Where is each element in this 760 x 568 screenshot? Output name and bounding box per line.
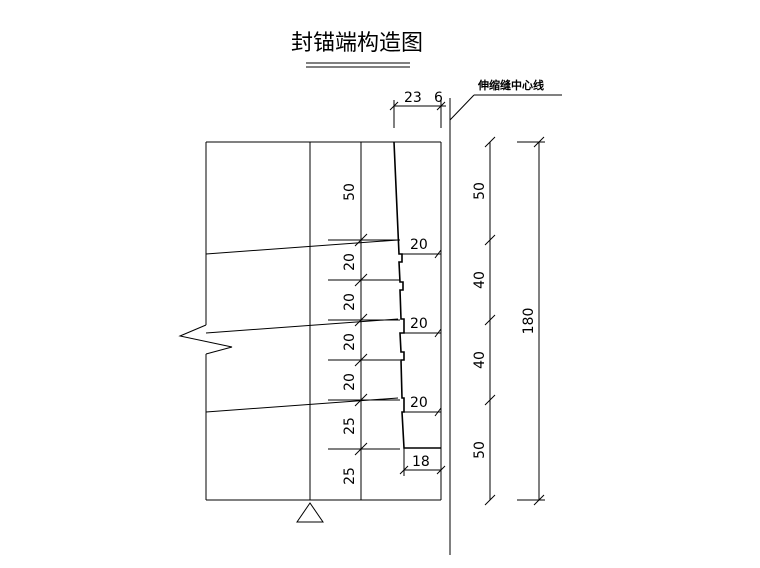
inner-dim-25-b: 25 [342, 467, 358, 485]
right-dim-50-bottom: 50 [472, 441, 488, 459]
right-dim-50-top: 50 [472, 182, 488, 200]
top-dim-tick-mid [436, 101, 446, 111]
bearing-triangle [296, 502, 324, 523]
inner-dim-20-d: 20 [342, 373, 358, 391]
right-dim-40-a: 40 [472, 271, 488, 289]
top-dim-23: 23 [404, 90, 422, 106]
top-dim-6: 6 [434, 90, 443, 106]
inner-dim-20-a: 20 [342, 253, 358, 271]
right-dim-40-b: 40 [472, 351, 488, 369]
inner-dim-20-c: 20 [342, 333, 358, 351]
drawing-title: 封锚端构造图 [291, 31, 423, 56]
top-dim-tick-left [389, 101, 399, 111]
step-dim-20-b: 20 [410, 316, 428, 332]
tendon-line-2 [205, 318, 399, 334]
total-dim-tick-top [533, 136, 545, 148]
inner-dim-50: 50 [342, 183, 358, 201]
step-dim-ticks [399, 249, 446, 475]
total-dim-180: 180 [521, 308, 537, 335]
tendon-line-1 [205, 239, 399, 255]
break-line [178, 324, 233, 355]
step-dim-lines [399, 253, 441, 476]
step-dim-18: 18 [412, 454, 430, 470]
centerline-leader-diagonal [449, 94, 475, 121]
centerline-label: 伸缩缝中心线 [477, 78, 544, 92]
right-dim-ticks [484, 136, 496, 506]
step-dim-20-c: 20 [410, 395, 428, 411]
inner-dim-20-b: 20 [342, 293, 358, 311]
total-dim-tick-bottom [533, 494, 545, 506]
inner-dim-25-a: 25 [342, 417, 358, 435]
inner-dim-ext-lines [328, 239, 400, 450]
step-dim-20-a: 20 [410, 237, 428, 253]
